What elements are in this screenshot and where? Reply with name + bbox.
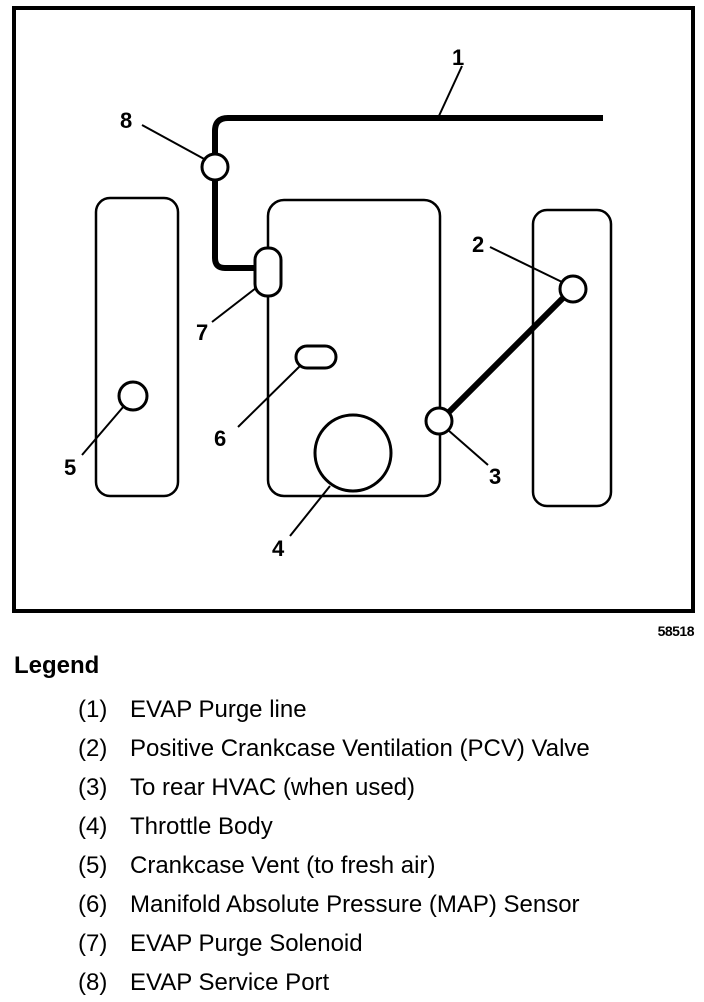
- legend-item-text: To rear HVAC (when used): [130, 773, 415, 801]
- callout-2: 2: [472, 232, 484, 257]
- throttle-body: [313, 413, 393, 493]
- legend-item: (1) EVAP Purge line: [78, 690, 590, 729]
- legend-item-text: Crankcase Vent (to fresh air): [130, 851, 436, 879]
- callout-3: 3: [489, 464, 501, 489]
- leader-line-5: [81, 405, 125, 456]
- leader-line-8: [141, 124, 207, 161]
- legend-item: (5) Crankcase Vent (to fresh air): [78, 846, 590, 885]
- callout-7: 7: [196, 320, 208, 345]
- pcv-valve: [558, 274, 588, 304]
- legend-list: (1) EVAP Purge line (2) Positive Crankca…: [78, 690, 590, 1002]
- legend-item-number: (4): [78, 812, 108, 840]
- legend-item-number: (7): [78, 929, 108, 957]
- right-cylinder-bank: [531, 208, 613, 508]
- legend-item-text: EVAP Purge line: [130, 695, 307, 723]
- leader-line-7: [211, 287, 257, 323]
- leader-lines: [81, 65, 563, 537]
- legend-item: (4) Throttle Body: [78, 807, 590, 846]
- legend-item: (3) To rear HVAC (when used): [78, 768, 590, 807]
- legend-item: (2) Positive Crankcase Ventilation (PCV)…: [78, 729, 590, 768]
- evap-purge-line: [212, 115, 603, 271]
- left-cylinder-bank: [94, 196, 180, 498]
- evap-purge-solenoid: [253, 246, 283, 298]
- leader-line-1: [437, 65, 463, 119]
- legend-item-number: (3): [78, 773, 108, 801]
- legend-item: (8) EVAP Service Port: [78, 963, 590, 1002]
- leader-line-6: [237, 365, 301, 428]
- crankcase-vent: [117, 380, 149, 412]
- figure-number: 58518: [657, 623, 695, 639]
- leader-line-3: [447, 429, 489, 466]
- legend-title: Legend: [14, 652, 100, 679]
- legend-item: (6) Manifold Absolute Pressure (MAP) Sen…: [78, 885, 590, 924]
- legend-item-text: EVAP Service Port: [130, 968, 330, 996]
- legend-item-text: Throttle Body: [130, 812, 273, 840]
- map-sensor: [294, 344, 338, 370]
- callout-6: 6: [214, 426, 226, 451]
- legend-item-text: Manifold Absolute Pressure (MAP) Sensor: [130, 890, 580, 918]
- callout-1: 1: [452, 45, 464, 70]
- callout-8: 8: [120, 108, 132, 133]
- legend-item-number: (5): [78, 851, 108, 879]
- legend-item-number: (6): [78, 890, 108, 918]
- leader-line-2: [489, 246, 563, 283]
- legend-item-number: (1): [78, 695, 108, 723]
- callout-5: 5: [64, 455, 76, 480]
- engine-vacuum-diagram: 1 8 2 7 6 5 3 4: [12, 6, 695, 613]
- rear-hvac-port: [424, 406, 454, 436]
- legend-item-number: (2): [78, 734, 108, 762]
- legend-item-text: EVAP Purge Solenoid: [130, 929, 363, 957]
- evap-service-port: [200, 152, 230, 182]
- callout-4: 4: [272, 536, 285, 561]
- diagram-frame: [12, 6, 695, 613]
- intake-manifold: [266, 198, 442, 498]
- legend-item-text: Positive Crankcase Ventilation (PCV) Val…: [130, 734, 590, 762]
- pcv-hose: [437, 285, 576, 424]
- leader-line-4: [289, 485, 331, 537]
- legend-item: (7) EVAP Purge Solenoid: [78, 924, 590, 963]
- legend-item-number: (8): [78, 968, 108, 996]
